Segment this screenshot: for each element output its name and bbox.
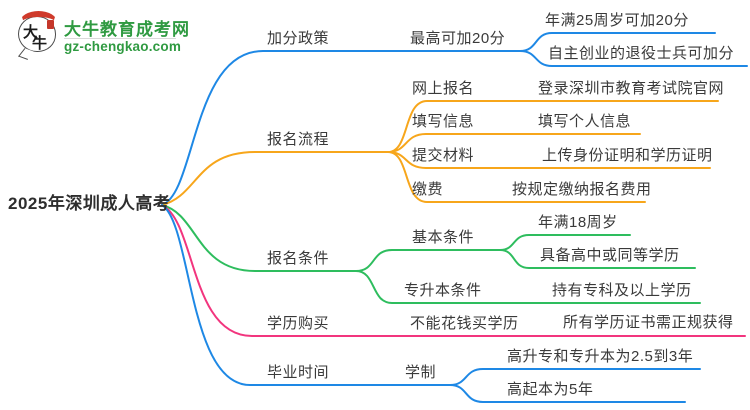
branch-line-diploma-purchase	[161, 204, 746, 337]
logo-character-bottom: 牛	[32, 35, 48, 52]
branch-line-bonus-policy	[161, 32, 748, 206]
node-college-diploma-required: 持有专科及以上学历	[552, 282, 692, 299]
node-graduation-time: 毕业时间	[267, 364, 330, 381]
site-name: 大牛教育成考网	[64, 20, 190, 39]
node-diploma-must-be-legit: 所有学历证书需正规获得	[563, 314, 734, 331]
node-registration-conditions: 报名条件	[267, 250, 330, 267]
node-upgrade-conditions: 专升本条件	[404, 282, 482, 299]
node-diploma-purchase: 学历购买	[267, 315, 330, 332]
logo-separator	[64, 38, 176, 39]
node-upload-certificates: 上传身份证明和学历证明	[542, 147, 713, 164]
node-veteran-bonus: 自主创业的退役士兵可加分	[548, 45, 735, 62]
node-online-registration: 网上报名	[412, 80, 475, 97]
node-submit-materials: 提交材料	[412, 147, 475, 164]
node-age-18: 年满18周岁	[538, 214, 618, 231]
branch-line-graduation-time	[161, 204, 701, 403]
logo-red-arc-icon	[20, 11, 57, 33]
branch-line-registration-conditions	[161, 204, 701, 304]
logo-character-top: 大	[23, 24, 39, 41]
node-age-25-bonus: 年满25周岁可加20分	[545, 12, 689, 29]
site-logo: 大 牛 大牛教育成考网 gz-chengkao.com	[14, 11, 244, 60]
logo-red-seal-icon	[47, 20, 54, 29]
branch-line-registration-process	[161, 100, 719, 206]
node-fill-info: 填写信息	[412, 113, 475, 130]
root-node: 2025年深圳成人高考	[8, 194, 171, 213]
node-cannot-buy-diploma: 不能花钱买学历	[410, 315, 519, 332]
node-pay-per-regulation: 按规定缴纳报名费用	[512, 181, 652, 198]
node-pay-fee: 缴费	[412, 181, 444, 198]
node-basic-conditions: 基本条件	[412, 229, 475, 246]
node-length-5-years: 高起本为5年	[507, 381, 594, 398]
node-highschool-equivalent: 具备高中或同等学历	[540, 247, 680, 264]
node-schooling-length: 学制	[405, 364, 437, 381]
node-bonus-policy: 加分政策	[267, 30, 330, 47]
node-max-bonus: 最高可加20分	[410, 30, 506, 47]
node-login-official-site: 登录深圳市教育考试院官网	[538, 80, 725, 97]
site-domain: gz-chengkao.com	[64, 39, 182, 54]
node-length-2-5-to-3-years: 高升专和专升本为2.5到3年	[507, 348, 694, 365]
node-registration-process: 报名流程	[267, 131, 330, 148]
node-fill-personal-info: 填写个人信息	[538, 113, 632, 130]
